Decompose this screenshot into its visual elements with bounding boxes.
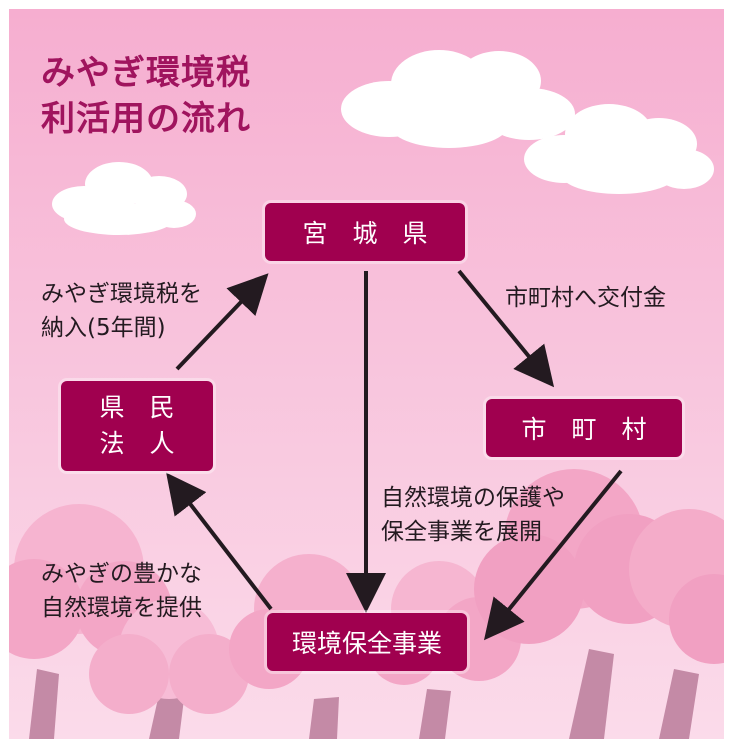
arrow-residents-to-prefecture <box>175 273 269 371</box>
node-residents-line1: 県 民 <box>99 393 175 422</box>
tree-icon <box>9 504 172 739</box>
arrow-prefecture-to-municipality <box>457 269 555 388</box>
label-conserve-line1: 自然環境の保護や <box>381 485 565 511</box>
arrow-project-to-residents <box>166 472 273 611</box>
label-conserve: 自然環境の保護や 保全事業を展開 <box>381 481 565 549</box>
label-grant: 市町村へ交付金 <box>505 285 666 311</box>
label-pay-tax: みやぎ環境税を 納入(5年間) <box>41 277 202 345</box>
label-provide-line1: みやぎの豊かな <box>41 561 202 587</box>
node-prefecture: 宮 城 県 <box>265 203 465 261</box>
arrow-municipality-to-project <box>483 469 623 641</box>
node-residents: 県 民 法 人 <box>61 381 213 471</box>
page-title-line1: みやぎ環境税 <box>41 53 251 93</box>
label-pay-tax-line2: 納入(5年間) <box>41 315 166 341</box>
tree-icon <box>89 599 249 739</box>
label-pay-tax-line1: みやぎ環境税を <box>41 281 202 307</box>
flow-diagram: みやぎ環境税 利活用の流れ 宮 城 県 市 町 村 県 民 法 人 環境保全事業… <box>9 9 724 739</box>
node-residents-line2: 法 人 <box>99 429 175 458</box>
node-project: 環境保全事業 <box>267 613 467 671</box>
node-municipality: 市 町 村 <box>486 399 682 457</box>
cloud-icon <box>52 162 196 235</box>
flow-arrows <box>166 269 623 641</box>
label-conserve-line2: 保全事業を展開 <box>381 519 542 545</box>
label-provide: みやぎの豊かな 自然環境を提供 <box>41 557 202 625</box>
label-provide-line2: 自然環境を提供 <box>41 595 202 621</box>
page-title-line2: 利活用の流れ <box>41 99 251 139</box>
tree-icon <box>629 509 724 739</box>
cloud-icon <box>341 50 575 148</box>
cloud-icon <box>524 104 714 194</box>
background-art <box>9 50 724 739</box>
